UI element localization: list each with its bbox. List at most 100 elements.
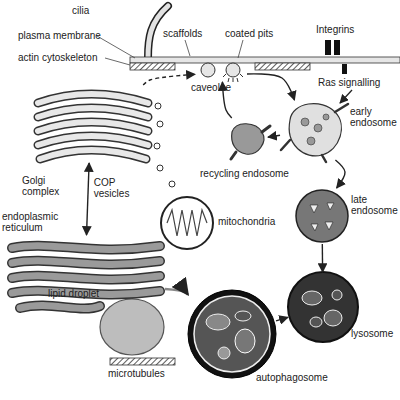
- transport-arrow: [276, 317, 288, 321]
- tubule-art: [281, 104, 348, 162]
- droplet-art: [100, 299, 164, 355]
- sheet-art: [12, 291, 160, 295]
- organelle-node: lipid droplet: [100, 298, 165, 356]
- stack-art: [38, 94, 148, 103]
- organelle-node: lysosome: [288, 272, 358, 342]
- membrane-band: [130, 57, 400, 63]
- organelle-node: late endosome: [296, 188, 348, 244]
- organelle-node: mitochondria: [160, 196, 214, 250]
- sheet-art: [12, 246, 160, 250]
- sheet-art: [12, 246, 160, 309]
- organelle-label: late endosome: [351, 194, 400, 216]
- vesicle-art: [301, 118, 309, 126]
- transport-arrow: [87, 163, 90, 235]
- vesicle-art: [235, 329, 255, 353]
- organelle-art: [289, 104, 341, 156]
- vesicle-art: [235, 311, 251, 321]
- sheet-art: [12, 261, 160, 265]
- transport-arrow: [268, 135, 280, 137]
- organelle-art: [194, 296, 270, 372]
- hatch-band: [130, 63, 175, 70]
- stack-art: [38, 108, 148, 117]
- part-label: Ras signalling: [318, 77, 380, 88]
- receptor-bar: [325, 40, 331, 55]
- coat-spikes: [223, 74, 243, 82]
- organelle-label: Golgi complex: [22, 175, 82, 197]
- cristae-art: [167, 210, 207, 236]
- part-label: scaffolds: [163, 28, 202, 39]
- part-label: actin cytoskeleton: [18, 52, 98, 63]
- organelle-art: [288, 272, 358, 342]
- stack-art: [38, 136, 148, 145]
- organelle-label: lysosome: [351, 328, 393, 339]
- pit-shape: [226, 63, 240, 77]
- sheet-art: [12, 276, 160, 280]
- vesicle-art: [332, 290, 342, 300]
- organelle-node: caveolae: [195, 60, 247, 82]
- organelle-node: Golgi complex: [28, 85, 153, 163]
- transport-arrow: [322, 244, 324, 272]
- edge-label: COP vesicles: [94, 177, 139, 199]
- stack-art: [38, 136, 148, 145]
- organelle-node: early endosome: [280, 100, 343, 160]
- stack-art: [38, 94, 148, 159]
- leader-line: [238, 40, 243, 58]
- stack-art: [38, 122, 148, 131]
- vesicle-art: [311, 224, 318, 231]
- part-label: cilia: [72, 5, 89, 16]
- organelle-label: early endosome: [350, 106, 400, 128]
- organelle-label: autophagosome: [256, 372, 328, 383]
- vesicle-art: [307, 137, 315, 145]
- part-label: plasma membrane: [18, 30, 101, 41]
- sheet-art: [12, 261, 160, 265]
- hatch-band: [255, 63, 310, 70]
- organelle-art: [161, 197, 213, 249]
- vesicle-art: [154, 143, 160, 149]
- organelle-node: autophagosome: [188, 290, 276, 378]
- stack-art: [38, 108, 148, 117]
- part-label: microtubules: [108, 368, 165, 379]
- stack-art: [40, 150, 146, 159]
- vesicle-art: [157, 121, 163, 127]
- vesicle-art: [155, 103, 161, 109]
- vesicle-art: [169, 181, 175, 187]
- vesicle-art: [325, 222, 333, 230]
- leader-line: [185, 40, 190, 56]
- transport-arrow: [247, 74, 294, 100]
- hatch-band: [110, 358, 175, 365]
- sheet-art: [12, 291, 160, 295]
- organelle-label: caveolae: [191, 82, 231, 93]
- receptor-bar: [342, 64, 347, 74]
- vesicle-art: [323, 114, 329, 120]
- part-label: Integrins: [316, 24, 354, 35]
- transport-arrow: [335, 160, 345, 188]
- part-label: coated pits: [225, 28, 273, 39]
- vesicle-art: [327, 203, 334, 210]
- tubule-art: [231, 126, 270, 159]
- transport-arrow: [165, 289, 188, 295]
- organelle-label: lipid droplet: [48, 288, 99, 299]
- sheet-art: [12, 276, 160, 280]
- stack-art: [38, 94, 148, 103]
- vesicle-art: [314, 124, 322, 132]
- organelle-label: mitochondria: [218, 216, 275, 227]
- pit-shape: [201, 63, 215, 77]
- organelle-art: [232, 124, 264, 154]
- vesicle-art: [206, 314, 230, 330]
- vesicle-art: [302, 291, 322, 305]
- organelle-art: [296, 190, 348, 242]
- organelle-node: endoplasmic reticulum: [5, 235, 165, 320]
- transport-arrow: [143, 74, 195, 85]
- organelle-label: endoplasmic reticulum: [2, 211, 72, 233]
- sheet-art: [20, 305, 100, 308]
- vesicle-art: [218, 347, 230, 359]
- vesicle-art: [310, 317, 322, 327]
- transport-arrow: [222, 82, 231, 118]
- receptor-bar: [334, 40, 340, 55]
- stack-art: [38, 122, 148, 131]
- vesicle-art: [324, 310, 342, 326]
- vesicle-art: [157, 165, 163, 171]
- organelle-node: recycling endosome: [228, 118, 268, 163]
- sheet-art: [12, 246, 160, 250]
- signal-arrow: [340, 90, 352, 103]
